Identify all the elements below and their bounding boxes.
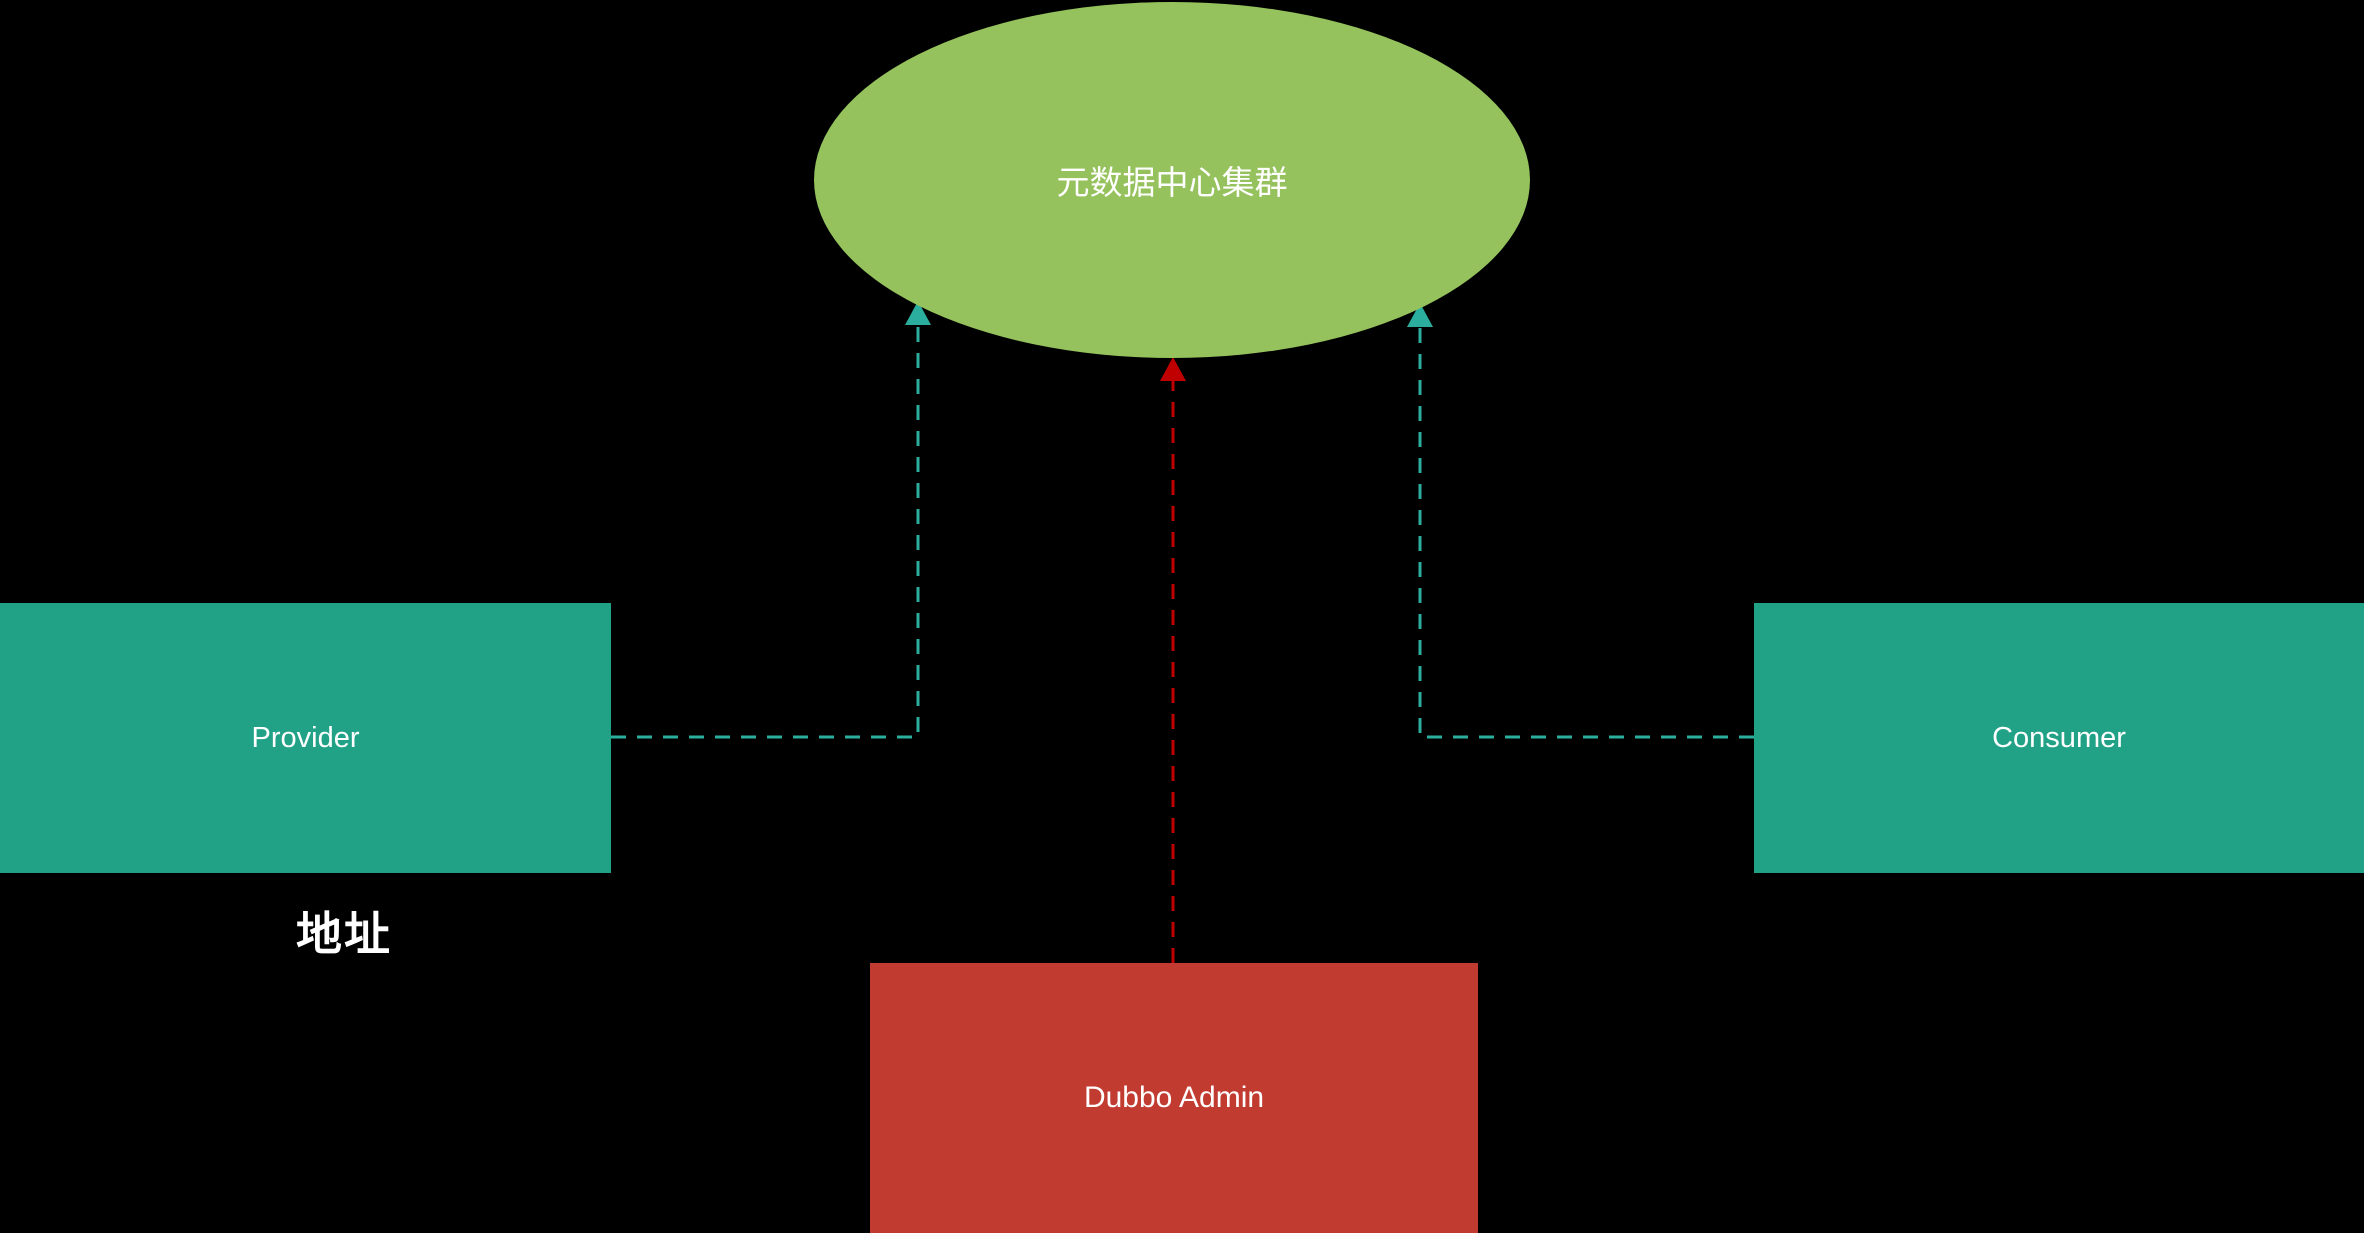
dubbo-admin-label: Dubbo Admin	[1083, 1081, 1265, 1114]
admin-to-metadata-arrowhead	[1160, 357, 1186, 381]
dubbo-admin-node: Dubbo Admin	[870, 963, 1478, 1233]
address-annotation: 地址	[296, 908, 392, 960]
metadata-center-cluster-label: 元数据中心集群	[1056, 164, 1288, 201]
provider-label: Provider	[251, 721, 360, 754]
consumer-to-metadata-arrow-line	[1418, 314, 1754, 739]
metadata-center-cluster-node: 元数据中心集群	[814, 2, 1530, 358]
consumer-label: Consumer	[1992, 721, 2126, 754]
consumer-node: Consumer	[1754, 603, 2364, 873]
provider-node: Provider	[0, 603, 611, 873]
provider-to-metadata-arrow-line	[611, 312, 920, 739]
